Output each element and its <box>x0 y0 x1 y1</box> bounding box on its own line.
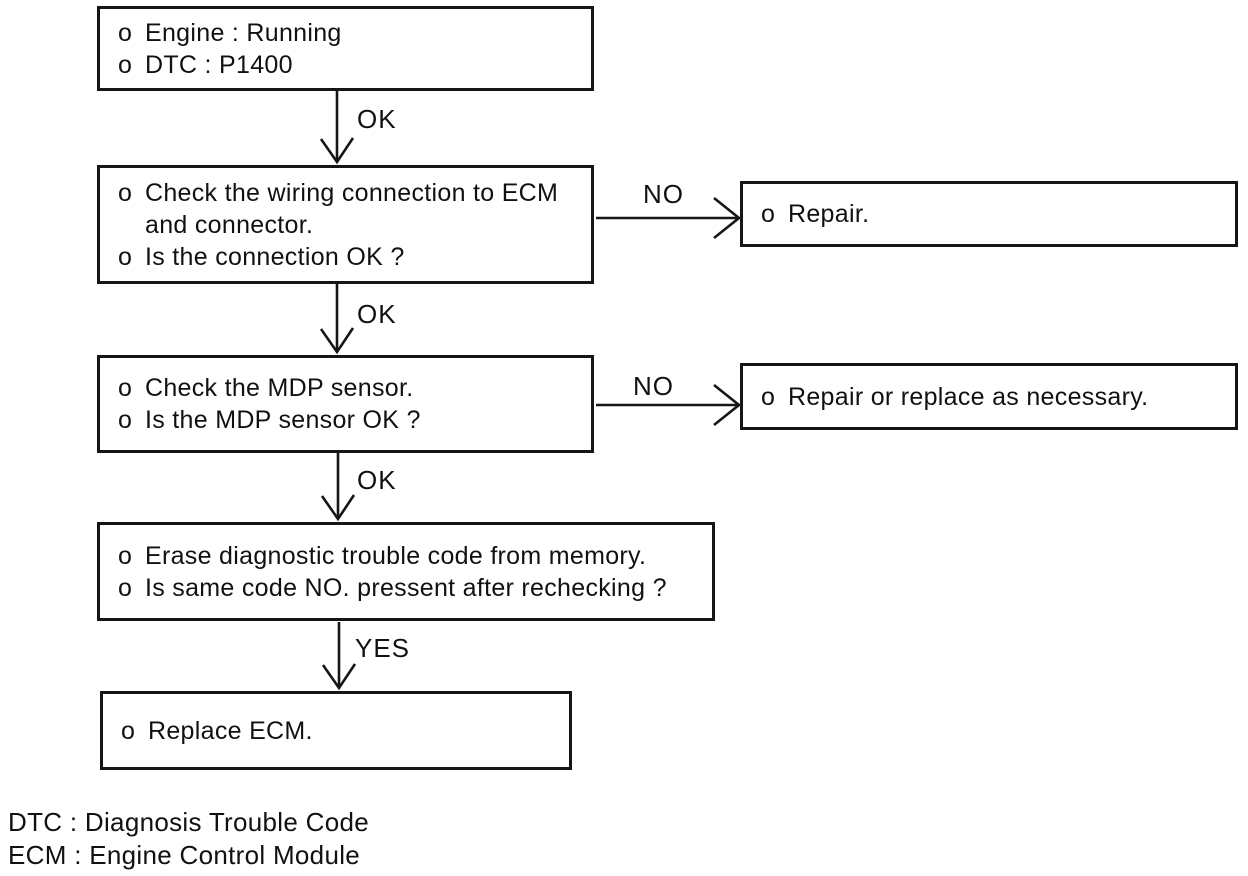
node-line-text: Check the wiring connection to ECM <box>145 178 559 207</box>
bullet-marker: o <box>121 716 136 745</box>
edge-label-ok-3: OK <box>357 465 397 495</box>
node-line-text: DTC : P1400 <box>145 50 293 79</box>
edge-label-ok-1: OK <box>357 104 397 134</box>
node-line: and connector. <box>118 209 583 241</box>
node-line: o Is the connection OK ? <box>118 241 583 273</box>
node-line: o Is the MDP sensor OK ? <box>118 404 583 436</box>
bullet-marker: o <box>118 541 133 570</box>
edge-label-no-1: NO <box>643 179 684 209</box>
flow-node-start: o Engine : Running o DTC : P1400 <box>97 6 594 91</box>
bullet-marker: o <box>118 573 133 602</box>
bullet-marker: o <box>118 406 133 434</box>
node-line: o DTC : P1400 <box>118 49 583 81</box>
node-line-text: Replace ECM. <box>148 716 313 745</box>
flow-node-repair: o Repair. <box>740 181 1238 247</box>
flow-node-check-wiring: o Check the wiring connection to ECM and… <box>97 165 594 284</box>
flow-node-erase-code: o Erase diagnostic trouble code from mem… <box>97 522 715 621</box>
node-line-text: Engine : Running <box>145 18 342 47</box>
legend-line-ecm: ECM : Engine Control Module <box>8 840 361 870</box>
flow-node-repair-or-replace: o Repair or replace as necessary. <box>740 363 1238 430</box>
node-line-text: Is same code NO. pressent after rechecki… <box>145 573 667 602</box>
flow-node-check-mdp-sensor: o Check the MDP sensor. o Is the MDP sen… <box>97 355 594 453</box>
arrow-down-ok-1 <box>319 91 355 165</box>
node-line-text: Is the connection OK ? <box>145 242 405 271</box>
arrow-right-no-1 <box>596 196 742 240</box>
node-line-text: Is the MDP sensor OK ? <box>145 406 421 434</box>
node-line: o Replace ECM. <box>121 715 561 747</box>
bullet-marker: o <box>118 50 133 79</box>
node-line: o Check the wiring connection to ECM <box>118 177 583 209</box>
arrow-down-yes-1 <box>321 622 357 691</box>
bullet-marker: o <box>118 242 133 271</box>
bullet-marker: o <box>118 18 133 47</box>
node-line-text: Repair. <box>788 200 870 228</box>
edge-label-ok-2: OK <box>357 299 397 329</box>
arrow-down-ok-3 <box>320 453 356 522</box>
abbreviation-legend: DTC : Diagnosis Trouble Code ECM : Engin… <box>8 806 369 872</box>
arrow-down-ok-2 <box>319 284 355 355</box>
bullet-marker: o <box>761 382 776 411</box>
node-line: o Engine : Running <box>118 17 583 49</box>
flow-node-replace-ecm: o Replace ECM. <box>100 691 572 770</box>
legend-line-dtc: DTC : Diagnosis Trouble Code <box>8 807 369 837</box>
bullet-marker <box>118 209 145 241</box>
node-line-text: Repair or replace as necessary. <box>788 382 1149 411</box>
node-line: o Is same code NO. pressent after rechec… <box>118 572 704 604</box>
edge-label-no-2: NO <box>633 371 674 401</box>
node-line-text: and connector. <box>145 210 314 239</box>
arrow-right-no-2 <box>596 383 742 427</box>
node-line: o Repair. <box>761 198 1227 230</box>
node-line-text: Check the MDP sensor. <box>145 374 414 402</box>
bullet-marker: o <box>118 178 133 207</box>
node-line: o Repair or replace as necessary. <box>761 381 1227 413</box>
node-line: o Check the MDP sensor. <box>118 372 583 404</box>
bullet-marker: o <box>118 374 133 402</box>
bullet-marker: o <box>761 200 776 228</box>
node-line-text: Erase diagnostic trouble code from memor… <box>145 541 647 570</box>
edge-label-yes-1: YES <box>355 633 411 663</box>
node-line: o Erase diagnostic trouble code from mem… <box>118 540 704 572</box>
